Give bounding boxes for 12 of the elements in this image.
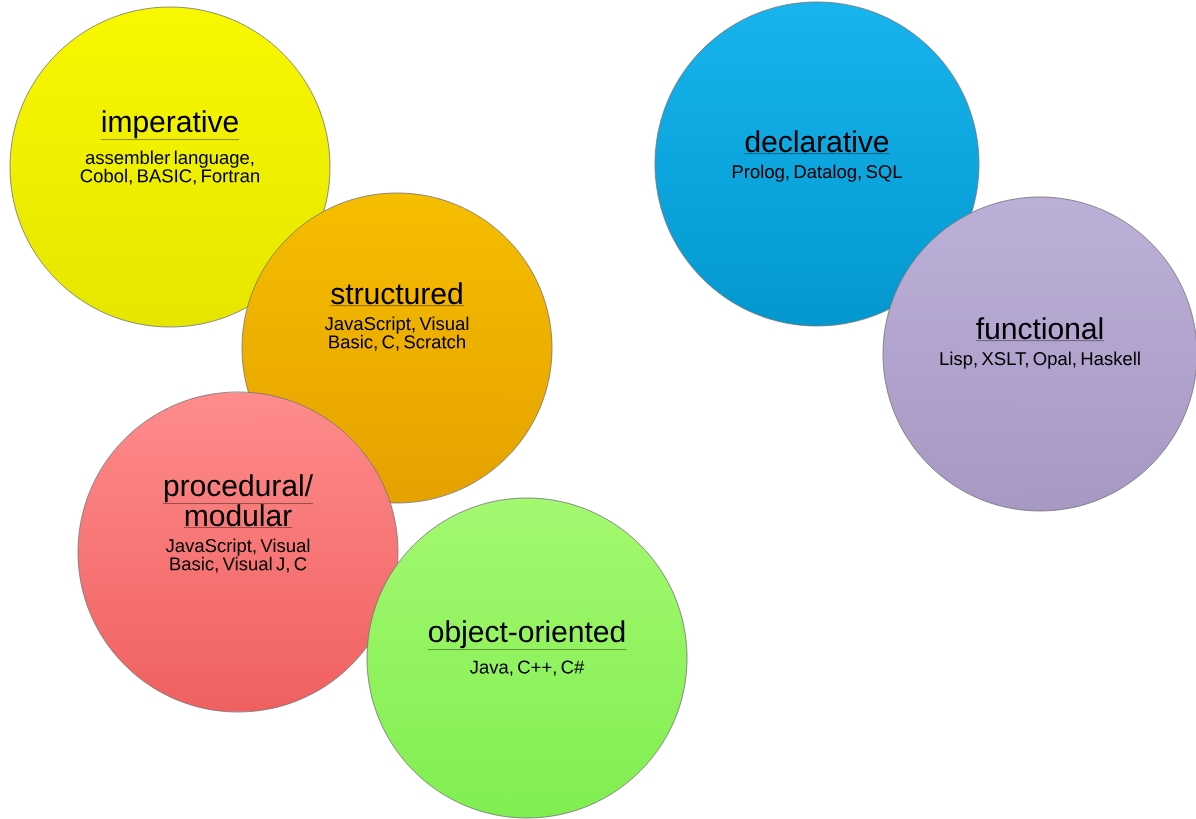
language-list: Prolog, Datalog, SQL: [732, 164, 902, 182]
category-heading: functional: [976, 317, 1103, 340]
language-list: Java, C++, C#: [469, 660, 585, 676]
category-heading: structured: [331, 282, 462, 305]
language-list: assembler language, Cobol, BASIC, Fortran: [80, 150, 259, 185]
category-heading: imperative: [102, 110, 238, 139]
category-heading: procedural/ modular: [162, 474, 314, 527]
language-list: JavaScript, Visual Basic, Visual J, C: [165, 538, 310, 573]
category-heading: declarative: [745, 130, 889, 153]
language-list: Lisp, XSLT, Opal, Haskell: [940, 351, 1140, 369]
category-heading: object-oriented: [429, 620, 625, 649]
language-list: JavaScript, Visual Basic, C, Scratch: [324, 316, 469, 351]
